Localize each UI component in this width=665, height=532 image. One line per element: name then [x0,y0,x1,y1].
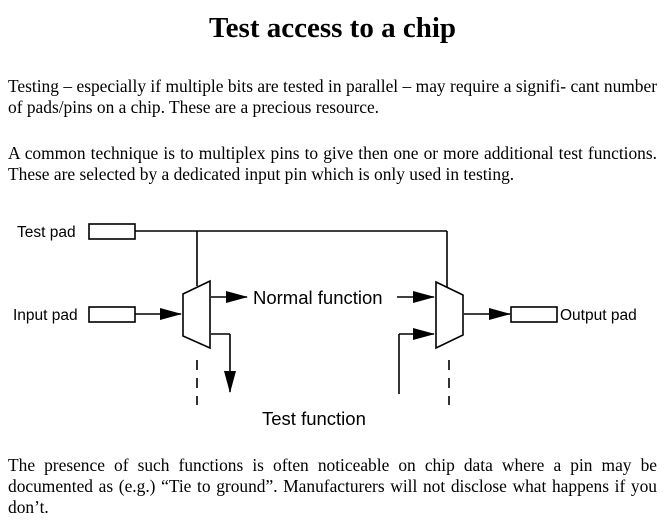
test-access-diagram: Test pad Input pad Normal function Outpu… [13,223,637,429]
page-title: Test access to a chip [208,12,457,44]
technique-paragraph: A common technique is to multiplex pins … [8,143,657,184]
output-pad-box [510,306,558,323]
test-pad-box [88,223,136,240]
input-pad-box [88,306,136,323]
intro-paragraph: Testing – especially if multiple bits ar… [8,76,657,117]
mux-right [435,280,464,350]
normal-function-label: Normal function [253,287,383,308]
closing-paragraph: The presence of such functions is often … [8,455,657,517]
test-function-label: Test function [262,408,366,429]
output-pad-label: Output pad [560,307,637,324]
test-pad-label: Test pad [17,224,76,241]
demux-left [182,279,211,350]
input-pad-label: Input pad [13,307,78,324]
